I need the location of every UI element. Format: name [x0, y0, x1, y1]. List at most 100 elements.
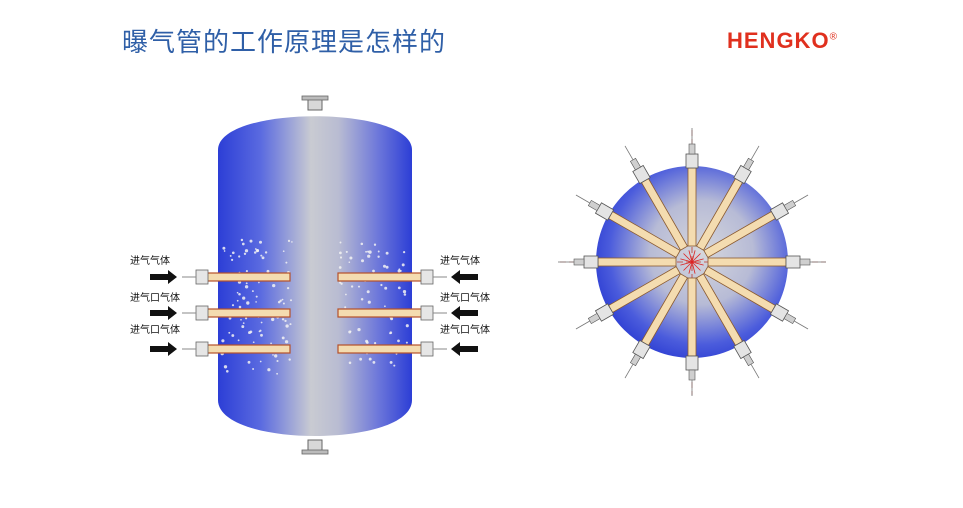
- star-ray: [691, 261, 704, 266]
- bubble: [367, 250, 369, 253]
- bubble: [385, 251, 389, 255]
- bubble: [348, 261, 351, 264]
- radial-tube: [575, 194, 681, 259]
- bubble: [373, 341, 377, 345]
- bubble: [247, 360, 251, 364]
- bubble: [221, 339, 225, 343]
- bubble: [389, 360, 393, 364]
- bubble: [289, 299, 293, 302]
- bubble: [267, 368, 271, 372]
- page-title: 曝气管的工作原理是怎样的: [122, 28, 447, 58]
- left-label-3: 进气口气体: [130, 325, 180, 336]
- bubble: [399, 269, 402, 272]
- bubble: [367, 300, 371, 304]
- bubble: [285, 261, 288, 264]
- bubble: [390, 317, 394, 321]
- bubble: [256, 249, 260, 252]
- star-ray: [691, 253, 701, 263]
- radial-tube: [558, 255, 677, 269]
- star-ray: [691, 261, 701, 271]
- bubble: [242, 296, 246, 300]
- bubble: [357, 327, 361, 332]
- arrow-right-icon: [150, 306, 177, 320]
- bubble: [357, 285, 361, 288]
- bubble: [253, 251, 257, 254]
- right-tube-3: [337, 341, 447, 357]
- left-tube-1: [182, 269, 291, 285]
- bubble: [366, 290, 370, 294]
- bubble: [373, 243, 377, 246]
- bubble: [282, 250, 285, 253]
- bubble: [258, 281, 260, 284]
- bubble: [241, 325, 245, 329]
- left-inlet-arrows: [150, 270, 177, 356]
- right-label-2: 进气口气体: [440, 293, 490, 304]
- radial-tube: [703, 194, 809, 259]
- bubble: [237, 339, 240, 342]
- bubble: [291, 241, 293, 243]
- arrow-left-icon: [451, 306, 478, 320]
- bubble: [382, 264, 387, 268]
- bubble: [254, 248, 257, 250]
- star-ray: [683, 261, 693, 271]
- bubble: [249, 239, 253, 243]
- bubble: [360, 242, 364, 246]
- bubble: [284, 319, 287, 323]
- bubble: [270, 342, 272, 345]
- bubble: [272, 283, 276, 288]
- bubble: [365, 339, 369, 343]
- bubble: [244, 249, 249, 253]
- bubble: [286, 286, 290, 290]
- star-ray: [680, 258, 693, 263]
- bubble: [284, 340, 289, 344]
- left-tube-2: [182, 305, 291, 321]
- bubble: [260, 333, 263, 337]
- bubble: [393, 364, 396, 367]
- bubble: [397, 269, 401, 273]
- radial-tubes: [558, 128, 826, 396]
- bubble: [272, 354, 274, 356]
- bubble: [238, 305, 242, 309]
- left-label-1: 进气气体: [130, 256, 170, 267]
- bubble: [238, 293, 241, 296]
- bubble: [372, 269, 375, 273]
- bubble: [339, 241, 342, 244]
- bubble: [236, 299, 239, 302]
- bubble: [258, 330, 261, 333]
- radial-tube: [575, 265, 681, 330]
- bubble: [398, 268, 401, 271]
- bubble: [282, 302, 285, 305]
- tank-cross-section: [558, 128, 826, 396]
- bubble: [285, 324, 289, 328]
- bubble: [402, 250, 406, 254]
- bubble: [251, 290, 254, 293]
- tank-body: [218, 116, 412, 436]
- bubble: [350, 285, 354, 288]
- bubble: [288, 358, 291, 361]
- bubble: [397, 339, 400, 343]
- right-tube-1: [337, 269, 447, 285]
- bubble: [259, 360, 262, 363]
- bubble: [345, 250, 348, 253]
- bubble: [349, 256, 353, 260]
- bubble: [223, 365, 228, 369]
- left-tube-3: [182, 341, 291, 357]
- bubble: [223, 250, 226, 252]
- bubble: [245, 282, 248, 285]
- bubble: [403, 293, 407, 296]
- star-ray: [688, 250, 693, 263]
- bubble: [241, 242, 245, 246]
- bubble: [281, 336, 285, 340]
- bubble: [344, 306, 347, 309]
- bubble: [340, 282, 343, 285]
- bubble: [261, 256, 265, 260]
- radial-tube: [624, 273, 689, 379]
- vertical-tank: [218, 95, 412, 455]
- bubble: [361, 259, 364, 263]
- right-label-3: 进气口气体: [440, 325, 490, 336]
- bubble: [368, 250, 372, 254]
- bubble: [384, 305, 386, 308]
- bubble: [277, 300, 281, 304]
- bubble: [231, 251, 235, 255]
- bubble: [236, 291, 239, 294]
